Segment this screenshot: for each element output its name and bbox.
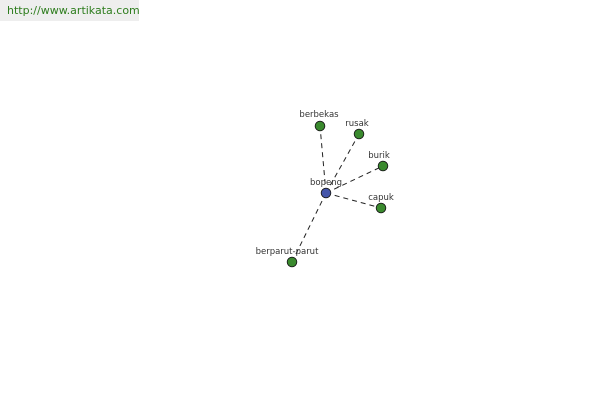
edge-burik	[325, 165, 384, 194]
capuk-node[interactable]	[375, 202, 387, 214]
edge-berbekas	[319, 125, 327, 194]
berparut-parut-node[interactable]	[286, 256, 298, 268]
capuk-label: capuk	[368, 193, 394, 203]
url-banner: http://www.artikata.com	[0, 0, 140, 21]
edge-berparut-parut	[291, 192, 327, 263]
edges-layer	[291, 125, 384, 263]
nodes-layer	[286, 120, 389, 268]
edge-rusak	[325, 133, 360, 194]
bopeng-node[interactable]	[320, 187, 332, 199]
berbekas-node[interactable]	[314, 120, 326, 132]
berbekas-label: berbekas	[299, 110, 339, 120]
edge-capuk	[325, 192, 382, 209]
burik-node[interactable]	[377, 160, 389, 172]
rusak-node[interactable]	[353, 128, 365, 140]
burik-label: burik	[368, 151, 390, 161]
site-url-link[interactable]: http://www.artikata.com	[7, 4, 140, 17]
bopeng-label: bopeng	[310, 178, 342, 188]
rusak-label: rusak	[345, 119, 369, 129]
berparut-parut-label: berparut-parut	[256, 247, 319, 257]
labels-layer: berbekas rusak burik capuk berparut-parut bop…	[256, 110, 394, 257]
